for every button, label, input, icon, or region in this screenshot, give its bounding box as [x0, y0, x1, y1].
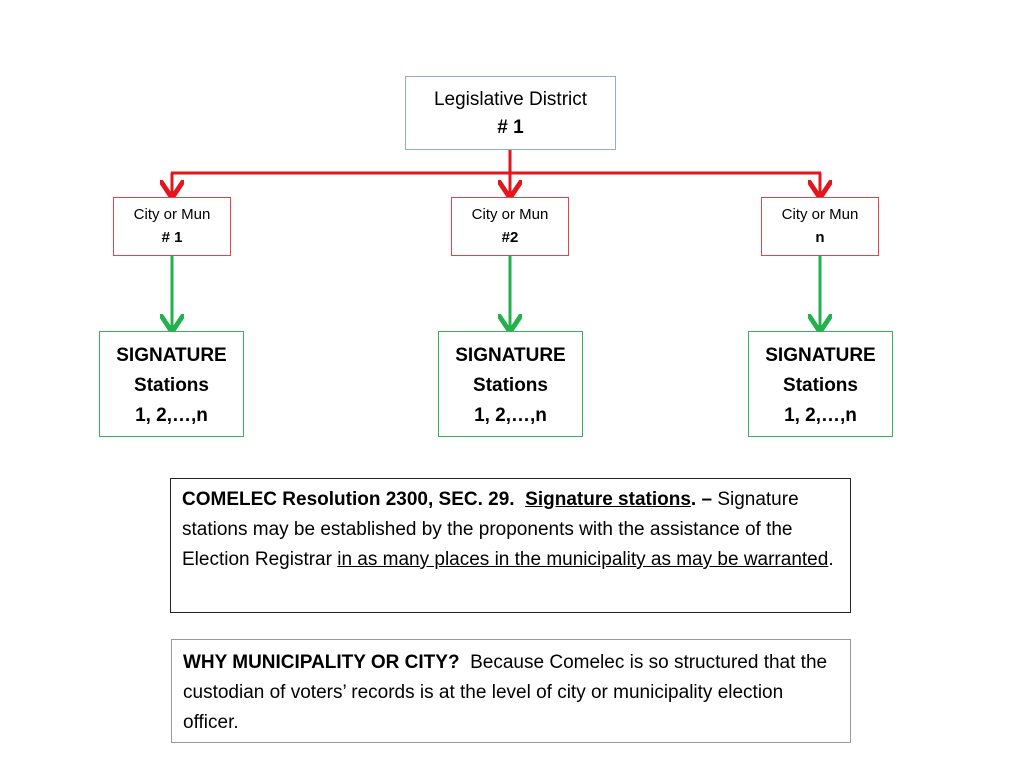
city-node-number: n: [815, 229, 825, 246]
city-node-number: #2: [501, 229, 519, 246]
green-connectors: [172, 256, 820, 329]
signature-label: SIGNATURE: [765, 345, 876, 366]
signature-label: SIGNATURE: [455, 345, 566, 366]
legislative-district-number: # 1: [497, 117, 524, 138]
city-node-number: # 1: [161, 229, 183, 246]
city-node-n: City or Mun n: [761, 197, 879, 256]
signature-node-2: SIGNATURE Stations 1, 2,…,n: [438, 331, 583, 437]
legislative-district-label: Legislative District: [433, 89, 588, 110]
city-node-2: City or Mun #2: [451, 197, 569, 256]
city-node-1: City or Mun # 1: [113, 197, 231, 256]
stations-range: 1, 2,…,n: [784, 405, 857, 426]
stations-label: Stations: [473, 375, 548, 396]
resolution-section-title: Signature stations: [525, 489, 691, 510]
why-text-box: WHY MUNICIPALITY OR CITY? Because Comele…: [171, 639, 851, 743]
resolution-underlined-text: in as many places in the municipality as…: [337, 549, 829, 570]
stations-label: Stations: [783, 375, 858, 396]
city-node-label: City or Mun: [471, 206, 549, 223]
signature-node-1: SIGNATURE Stations 1, 2,…,n: [99, 331, 244, 437]
resolution-text-box: COMELEC Resolution 2300, SEC. 29. Signat…: [170, 478, 851, 613]
legislative-district-node: Legislative District # 1: [405, 76, 616, 150]
city-node-label: City or Mun: [781, 206, 859, 223]
stations-range: 1, 2,…,n: [474, 405, 547, 426]
resolution-heading: COMELEC Resolution 2300, SEC. 29.: [182, 489, 515, 510]
why-body: Because Comelec is so structured that th…: [183, 652, 828, 733]
resolution-body: Signature stations may be established by…: [182, 489, 799, 570]
stations-label: Stations: [134, 375, 209, 396]
stations-range: 1, 2,…,n: [135, 405, 208, 426]
resolution-end: .: [828, 549, 834, 570]
why-heading: WHY MUNICIPALITY OR CITY?: [183, 652, 460, 673]
city-node-label: City or Mun: [133, 206, 211, 223]
signature-label: SIGNATURE: [116, 345, 227, 366]
signature-node-n: SIGNATURE Stations 1, 2,…,n: [748, 331, 893, 437]
red-tree-connector: [171, 150, 821, 195]
resolution-dash: . –: [690, 489, 713, 510]
